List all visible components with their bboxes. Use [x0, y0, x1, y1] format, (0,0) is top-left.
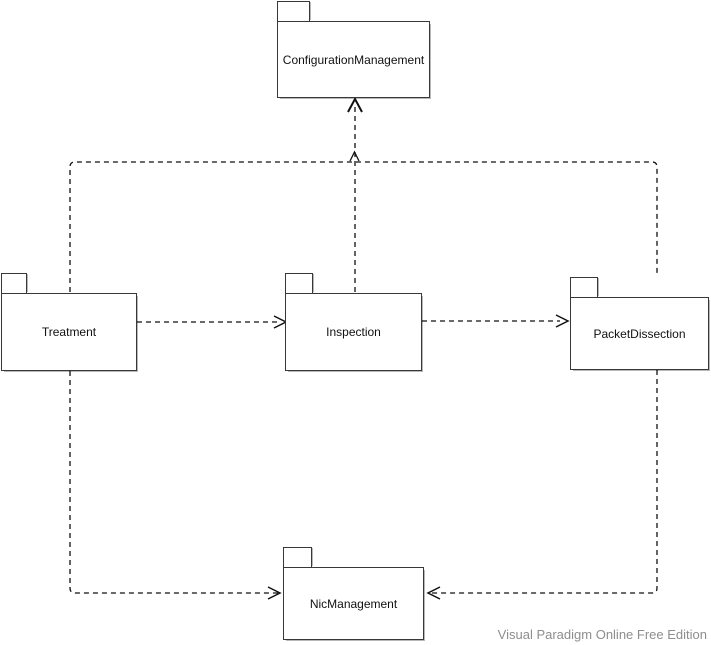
arrowhead-into-configurationmanagement [347, 96, 363, 113]
package-body[interactable]: PacketDissection [570, 297, 709, 370]
package-label: Treatment [41, 325, 97, 339]
package-body[interactable]: Inspection [285, 293, 422, 371]
package-tab [1, 273, 27, 293]
arrowhead-top-route-junction [349, 150, 360, 162]
arrowhead-into-nicmanagement-right [426, 586, 441, 600]
package-body[interactable]: Treatment [1, 293, 137, 371]
arrowhead-into-nicmanagement-left [267, 586, 282, 600]
package-label: NicManagement [309, 596, 398, 611]
package-tab [283, 547, 312, 567]
connector-top-route-to-configurationmanagement[interactable] [69, 161, 658, 292]
package-label: PacketDissection [593, 326, 686, 341]
connector-packetdissection-nicmanagement[interactable] [430, 370, 658, 594]
package-tab [570, 277, 598, 297]
connector-treatment-nicmanagement[interactable] [69, 371, 278, 594]
package-label: Inspection [326, 325, 381, 339]
package-label: ConfigurationManagement [282, 52, 425, 67]
watermark: Visual Paradigm Online Free Edition [497, 627, 707, 642]
package-body[interactable]: ConfigurationManagement [277, 21, 430, 98]
package-tab [285, 273, 313, 293]
package-body[interactable]: NicManagement [283, 567, 424, 640]
arrowhead-into-packetdissection [555, 314, 570, 328]
package-tab [277, 1, 310, 21]
